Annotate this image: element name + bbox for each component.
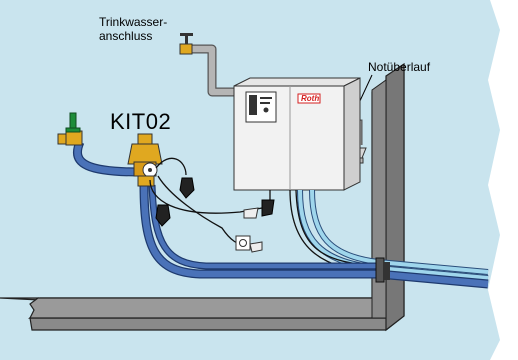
wall-front xyxy=(29,297,387,319)
ball-valve-icon xyxy=(57,112,83,146)
label-water-inlet-2: anschluss xyxy=(99,29,153,43)
socket-icon xyxy=(235,235,263,253)
cabinet xyxy=(233,77,361,191)
pressure-reducer-icon xyxy=(127,133,163,187)
cable-2 xyxy=(155,157,187,176)
float-switch-icon xyxy=(155,177,275,227)
wall-sleeve xyxy=(375,257,390,283)
label-kit: KIT02 xyxy=(110,109,172,134)
tap-icon xyxy=(179,33,193,55)
brand-plate xyxy=(297,93,321,104)
label-overflow: Notüberlauf xyxy=(368,60,431,74)
wall-side xyxy=(385,62,405,332)
brand-logo: Roth xyxy=(301,94,320,103)
label-water-inlet-1: Trinkwasser- xyxy=(99,15,168,29)
